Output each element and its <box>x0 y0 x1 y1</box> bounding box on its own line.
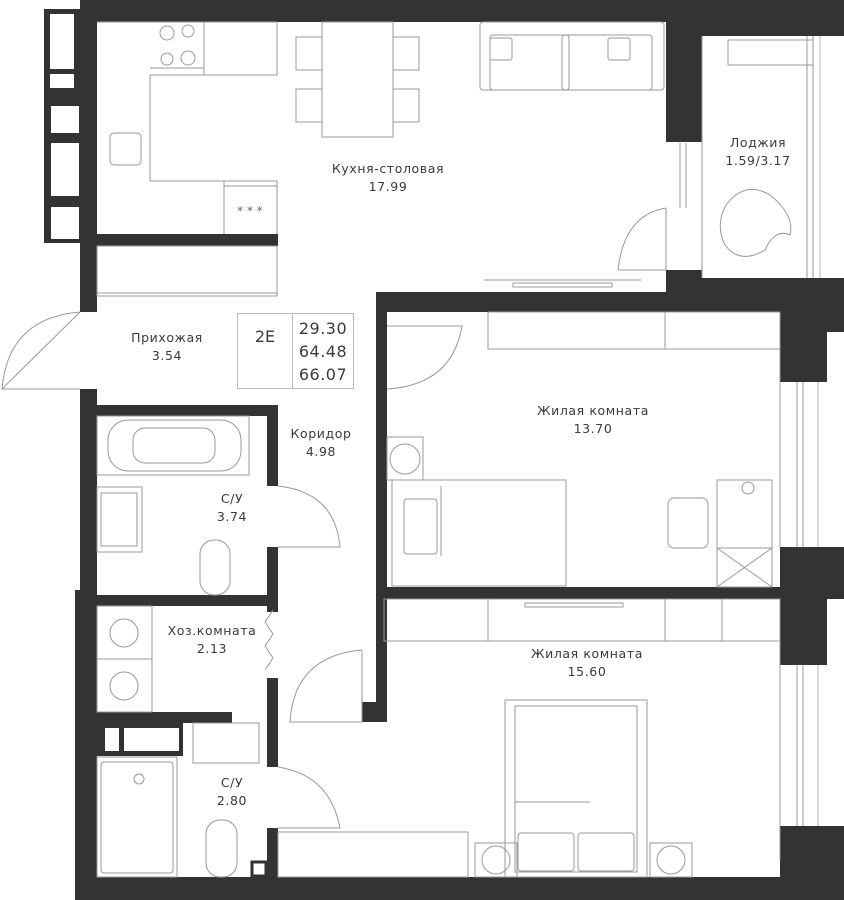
room-label-loggia: Лоджия 1.59/3.17 <box>725 134 790 170</box>
wall-left-hall <box>80 240 97 312</box>
room-area: 15.60 <box>567 664 607 679</box>
single-bed-icon <box>391 479 567 587</box>
wall-top <box>80 0 844 22</box>
wall-kitchen-bottom <box>80 234 278 246</box>
apartment-code: 2E <box>238 314 293 388</box>
sofa-icon <box>479 21 665 91</box>
room-name: Кухня-столовая <box>331 161 445 176</box>
bench <box>277 831 469 878</box>
bedroom2-door <box>289 649 363 723</box>
bath2-door <box>277 766 341 829</box>
room-area: 2.13 <box>196 641 228 656</box>
room-label-bathroom-1: С/У 3.74 <box>217 490 247 526</box>
room-label-kitchen: Кухня-столовая 17.99 <box>332 160 444 196</box>
room-name: Хоз.комната <box>167 623 257 638</box>
room-area: 17.99 <box>368 179 408 194</box>
doors <box>0 207 667 829</box>
room-name: Прихожая <box>131 330 203 345</box>
nightstand-icon <box>649 842 693 878</box>
nightstand-icon <box>474 842 518 878</box>
living-area: 29.30 <box>298 318 348 338</box>
bedroom1-wardrobe <box>487 311 781 350</box>
room-label-bedroom-2: Жилая комната 15.60 <box>531 645 643 681</box>
chair-icon <box>392 88 420 123</box>
room-name: Жилая комната <box>537 403 649 418</box>
room-area: 13.70 <box>573 421 613 436</box>
wall-utility-bottom <box>80 712 232 723</box>
hall-wardrobe <box>96 245 278 297</box>
wall-bedrooms <box>376 587 844 599</box>
room-name: Жилая комната <box>531 646 643 661</box>
utility-folding-door <box>264 609 274 671</box>
office-chair-icon <box>667 497 709 549</box>
room-label-utility: Хоз.комната 2.13 <box>168 622 257 658</box>
wall-bath1-right <box>267 405 278 486</box>
kitchen-counter <box>97 21 278 234</box>
walls <box>44 0 844 900</box>
entrance-door <box>0 311 81 390</box>
shower-icon <box>96 756 178 878</box>
room-label-hallway: Прихожая 3.54 <box>131 329 203 365</box>
room-area: 2.80 <box>216 793 248 808</box>
wall-bath1-top <box>80 405 278 416</box>
washer-icon <box>96 605 153 660</box>
apartment-info-box: 2E 29.30 64.48 66.07 <box>237 313 354 389</box>
windows <box>679 36 821 860</box>
wall-loggia-left <box>666 22 702 142</box>
furniture: * * * <box>96 21 814 878</box>
chair-icon <box>392 36 420 71</box>
room-area: 3.54 <box>151 348 183 363</box>
toilet-icon <box>199 539 231 596</box>
hob-icon: * * * <box>237 204 263 218</box>
bath1-sink-icon <box>96 486 143 553</box>
bath2-sink-icon <box>192 722 260 764</box>
double-bed-icon <box>504 699 648 878</box>
kitchen-sink-icon <box>109 132 142 166</box>
dryer-icon <box>96 658 153 713</box>
loggia-table <box>727 39 814 66</box>
room-name: С/У <box>220 775 244 790</box>
desk-icon <box>716 479 773 588</box>
room-area: 4.98 <box>305 444 337 459</box>
stove-icon <box>159 24 196 66</box>
room-label-bathroom-2: С/У 2.80 <box>217 774 247 810</box>
wall-corridor-right <box>376 292 387 722</box>
total-area: 64.48 <box>298 341 348 361</box>
apartment-areas: 29.30 64.48 66.07 <box>293 314 353 388</box>
armchair-icon <box>719 188 792 257</box>
wall-bath1-bottom <box>80 595 278 606</box>
bath1-door <box>277 485 341 548</box>
chair-icon <box>295 36 323 71</box>
room-name: Лоджия <box>729 135 787 150</box>
room-label-corridor: Коридор 4.98 <box>290 425 351 461</box>
chair-icon <box>295 88 323 123</box>
wall-bottom <box>75 877 844 900</box>
total-area-with-loggia: 66.07 <box>298 364 348 384</box>
bathtub-icon <box>96 415 250 476</box>
toilet-icon <box>205 819 238 878</box>
loggia-door <box>617 207 667 271</box>
room-label-bedroom-1: Жилая комната 13.70 <box>537 402 649 438</box>
bedroom2-wardrobe <box>383 598 781 642</box>
dining-table <box>321 21 394 138</box>
room-name: Коридор <box>290 426 352 441</box>
room-area: 3.74 <box>216 509 248 524</box>
room-name: С/У <box>220 491 244 506</box>
tv-icon <box>524 602 624 608</box>
room-area: 1.59/3.17 <box>725 153 791 168</box>
bedroom1-door <box>386 325 463 390</box>
